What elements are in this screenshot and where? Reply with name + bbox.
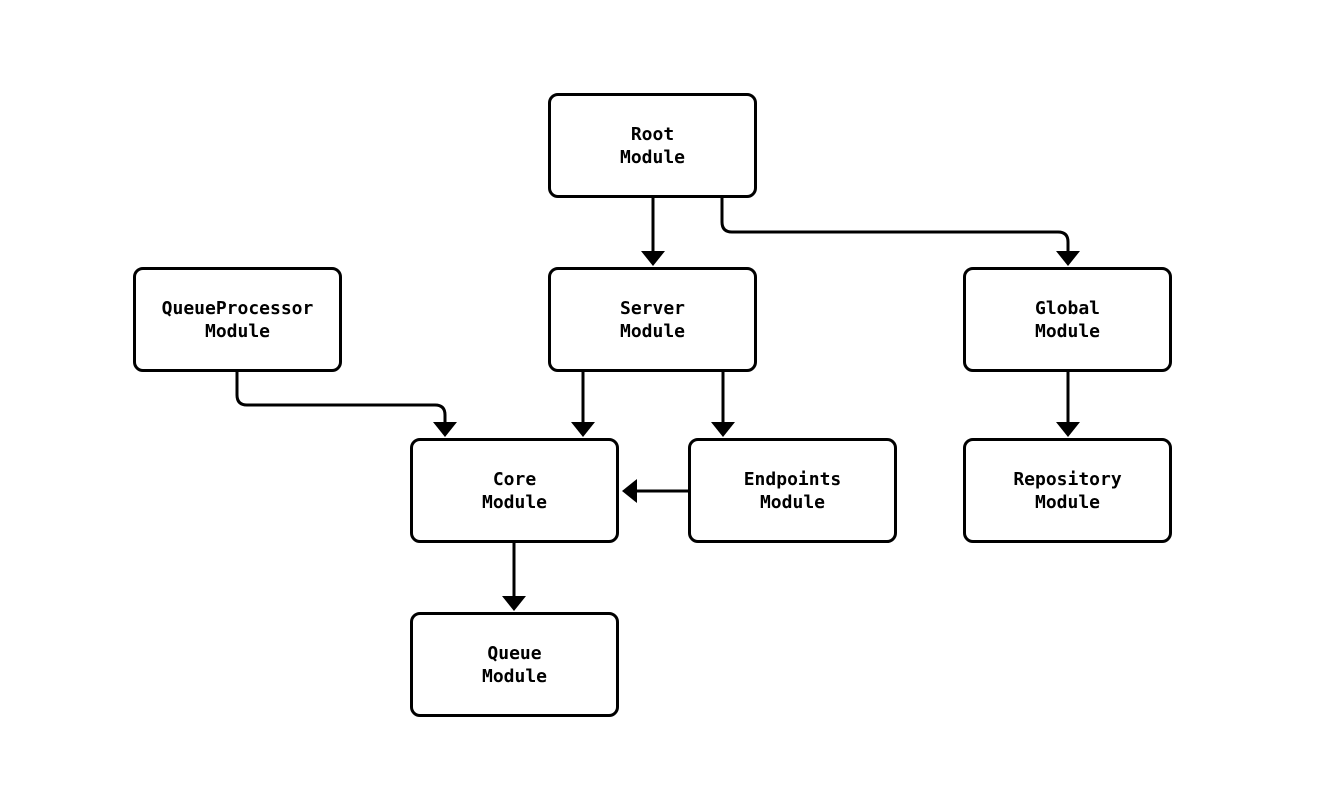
- node-server-module-label: Server Module: [619, 297, 686, 342]
- node-core-module-label: Core Module: [481, 468, 548, 513]
- node-global-module-label: Global Module: [1034, 297, 1101, 342]
- edge-core-to-queue: [502, 543, 526, 611]
- node-repository-module: Repository Module: [963, 438, 1172, 543]
- edge-root-to-global: [720, 198, 1080, 266]
- node-queue-module-label: Queue Module: [481, 642, 548, 687]
- node-queue-module: Queue Module: [410, 612, 619, 717]
- node-endpoints-module-label: Endpoints Module: [743, 468, 842, 513]
- node-repository-module-label: Repository Module: [1013, 468, 1122, 513]
- node-queueprocessor-module: QueueProcessor Module: [133, 267, 342, 372]
- edge-global-to-repository: [1056, 372, 1080, 437]
- edge-server-to-endpoints: [711, 372, 735, 437]
- node-endpoints-module: Endpoints Module: [688, 438, 897, 543]
- edge-server-to-core: [571, 372, 595, 437]
- node-server-module: Server Module: [548, 267, 757, 372]
- edge-root-to-server: [641, 198, 665, 266]
- node-core-module: Core Module: [410, 438, 619, 543]
- edge-queueprocessor-to-core: [235, 372, 457, 437]
- node-queueprocessor-module-label: QueueProcessor Module: [161, 297, 314, 342]
- edge-endpoints-to-core: [622, 479, 688, 503]
- node-root-module: Root Module: [548, 93, 757, 198]
- node-root-module-label: Root Module: [619, 123, 686, 168]
- node-global-module: Global Module: [963, 267, 1172, 372]
